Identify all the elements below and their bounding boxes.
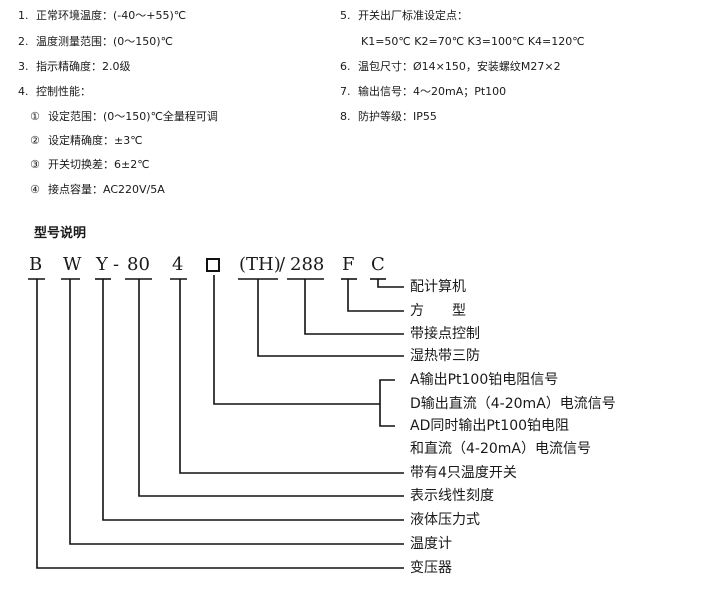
code-signal-box — [206, 258, 220, 272]
spec-text: 开关切换差：6±2℃ — [48, 158, 150, 171]
spec-number: ② — [30, 134, 40, 147]
expl-contact-control: 带接点控制 — [410, 326, 480, 342]
code-288: 288 — [290, 254, 325, 275]
spec-text: 指示精确度：2.0级 — [36, 60, 131, 73]
code-4: 4 — [172, 254, 184, 275]
code-w: W — [63, 254, 82, 275]
code-80: 80 — [127, 254, 150, 275]
spec-text: 控制性能： — [36, 85, 91, 98]
expl-signal-a: A输出Pt100铂电阻信号 — [410, 372, 559, 388]
code-y: Y — [96, 254, 108, 275]
spec-number: ① — [30, 110, 40, 123]
spec-text: 设定范围：(0～150)℃全量程可调 — [48, 110, 218, 123]
spec-number: 5. — [340, 9, 351, 22]
spec-setting-range: ① 设定范围：(0～150)℃全量程可调 — [30, 110, 218, 124]
expl-signal-ad: AD同时输出Pt100铂电阻 — [410, 418, 570, 434]
spec-control-performance: 4. 控制性能： — [18, 85, 91, 99]
spec-bulb-size: 6. 温包尺寸：Ø14×150，安装螺纹M27×2 — [340, 60, 561, 74]
spec-switching-difference: ③ 开关切换差：6±2℃ — [30, 158, 150, 172]
code-th: (TH) — [239, 254, 281, 275]
spec-text: 防护等级：IP55 — [358, 110, 437, 123]
spec-text: 温包尺寸：Ø14×150，安装螺纹M27×2 — [358, 60, 561, 73]
expl-signal-d: D输出直流（4-20mA）电流信号 — [410, 396, 616, 412]
spec-set-point-values: K1=50℃ K2=70℃ K3=100℃ K4=120℃ — [361, 35, 585, 49]
spec-accuracy: 3. 指示精确度：2.0级 — [18, 60, 131, 74]
expl-transformer: 变压器 — [410, 560, 452, 576]
expl-linear-scale: 表示线性刻度 — [410, 488, 494, 504]
spec-text: 接点容量：AC220V/5A — [48, 183, 165, 196]
spec-number: 3. — [18, 60, 29, 73]
spec-number: 2. — [18, 35, 29, 48]
expl-thermometer: 温度计 — [410, 536, 452, 552]
spec-ambient-temperature: 1. 正常环境温度：(-40～+55)℃ — [18, 9, 186, 23]
spec-number: ③ — [30, 158, 40, 171]
spec-number: ④ — [30, 183, 40, 196]
code-b: B — [29, 254, 43, 275]
spec-contact-capacity: ④ 接点容量：AC220V/5A — [30, 183, 165, 197]
code-dash: - — [113, 254, 120, 275]
spec-text: 设定精确度：±3℃ — [48, 134, 143, 147]
spec-number: 6. — [340, 60, 351, 73]
spec-output-signal: 7. 输出信号：4～20mA；Pt100 — [340, 85, 506, 99]
model-title: 型号说明 — [34, 226, 87, 241]
spec-number: 7. — [340, 85, 351, 98]
spec-measurement-range: 2. 温度测量范围：(0～150)℃ — [18, 35, 173, 49]
spec-text: 温度测量范围：(0～150)℃ — [36, 35, 173, 48]
code-slash: / — [279, 254, 286, 275]
spec-text: 正常环境温度：(-40～+55)℃ — [36, 9, 187, 22]
spec-number: 1. — [18, 9, 29, 22]
spec-text: 输出信号：4～20mA；Pt100 — [358, 85, 507, 98]
spec-setting-accuracy: ② 设定精确度：±3℃ — [30, 134, 143, 148]
expl-liquid-pressure: 液体压力式 — [410, 512, 480, 528]
code-f: F — [342, 254, 355, 275]
spec-number: 8. — [340, 110, 351, 123]
expl-four-switches: 带有4只温度开关 — [410, 465, 517, 481]
spec-protection-grade: 8. 防护等级：IP55 — [340, 110, 437, 124]
spec-text: K1=50℃ K2=70℃ K3=100℃ K4=120℃ — [361, 35, 585, 48]
code-c: C — [371, 254, 385, 275]
expl-computer: 配计算机 — [410, 279, 466, 295]
spec-factory-set-points: 5. 开关出厂标准设定点： — [340, 9, 468, 23]
expl-tropical-protection: 湿热带三防 — [410, 348, 480, 364]
spec-number: 4. — [18, 85, 29, 98]
expl-square-type: 方 型 — [410, 303, 466, 319]
expl-signal-ad-continued: 和直流（4-20mA）电流信号 — [410, 441, 591, 457]
spec-text: 开关出厂标准设定点： — [358, 9, 468, 22]
